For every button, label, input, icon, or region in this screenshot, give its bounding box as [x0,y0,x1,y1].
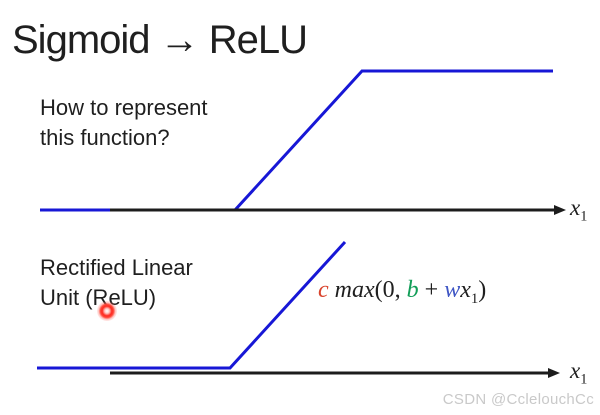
formula-variable-x: x [460,277,471,303]
axis-subscript: 1 [580,371,588,388]
question-line1: How to represent [40,95,208,120]
axis-variable: x [570,358,581,383]
formula-coefficient-c: c [318,277,329,303]
formula-bias-b: b [406,277,419,303]
slide-title: Sigmoid → ReLU [12,18,308,62]
question-line2: this function? [40,125,170,150]
formula-variable-subscript: 1 [470,290,479,307]
formula-open-args: (0, [374,277,401,303]
formula-plus-sign: + [424,277,439,303]
x1-axis-label-top: x1 [570,195,587,226]
relu-label: Rectified Linear Unit (ReLU) [40,253,193,313]
axis-variable: x [570,195,581,220]
watermark: CSDN @CclelouchCc [442,391,594,408]
formula-close-paren: ) [478,277,487,303]
top-axis-arrowhead [554,205,566,215]
formula-weight-w: w [444,277,461,303]
x1-axis-label-bottom: x1 [570,358,587,389]
relu-formula: c max(0, b + wx1) [318,277,486,308]
formula-max-function: max [334,277,375,303]
relu-label-line1: Rectified Linear [40,255,193,280]
laser-pointer-dot [97,301,117,321]
axis-subscript: 1 [580,208,588,225]
bottom-axis-arrowhead [548,368,560,378]
question-text: How to represent this function? [40,93,208,153]
